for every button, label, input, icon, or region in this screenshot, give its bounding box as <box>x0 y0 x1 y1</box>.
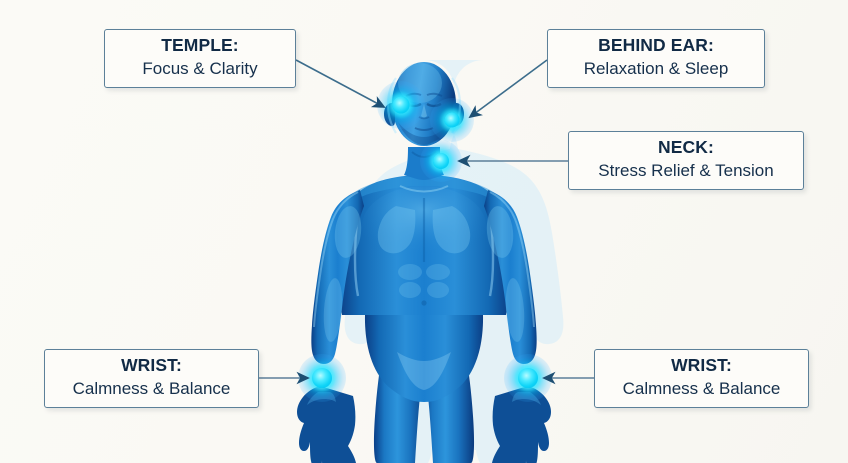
callout-neck[interactable]: NECK: Stress Relief & Tension <box>568 131 804 190</box>
callout-wrist-right[interactable]: WRIST: Calmness & Balance <box>594 349 809 408</box>
connector-temple <box>295 59 386 108</box>
callout-wrist-right-subtitle: Calmness & Balance <box>622 378 781 398</box>
callout-temple[interactable]: TEMPLE: Focus & Clarity <box>104 29 296 88</box>
callout-behind-ear-subtitle: Relaxation & Sleep <box>583 58 729 78</box>
callout-behind-ear[interactable]: BEHIND EAR: Relaxation & Sleep <box>547 29 765 88</box>
callout-wrist-left-title: WRIST: <box>121 355 182 376</box>
connector-behind-ear <box>468 59 548 119</box>
callout-temple-subtitle: Focus & Clarity <box>142 58 258 78</box>
callout-neck-subtitle: Stress Relief & Tension <box>598 160 774 180</box>
callout-neck-title: NECK: <box>658 137 714 158</box>
callout-wrist-left-subtitle: Calmness & Balance <box>72 378 231 398</box>
callout-wrist-right-title: WRIST: <box>671 355 732 376</box>
callout-wrist-left[interactable]: WRIST: Calmness & Balance <box>44 349 259 408</box>
callout-temple-title: TEMPLE: <box>161 35 239 56</box>
callout-behind-ear-title: BEHIND EAR: <box>598 35 714 56</box>
